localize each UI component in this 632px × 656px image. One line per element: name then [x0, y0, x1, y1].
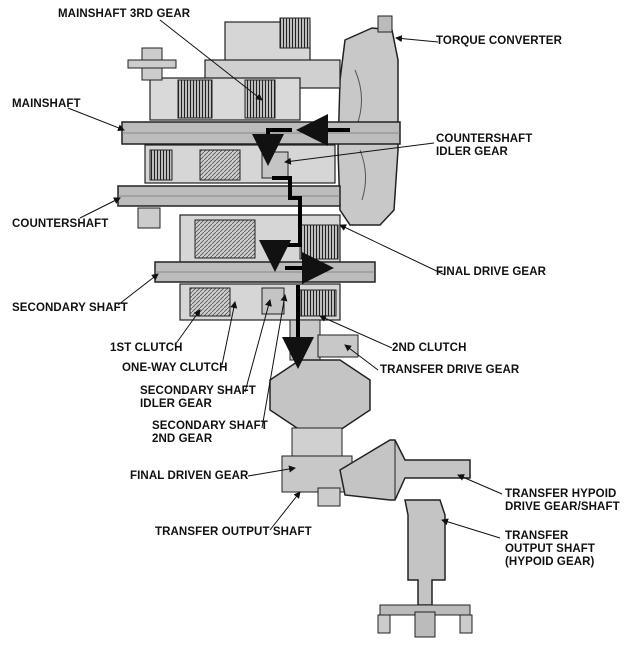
transfer-hypoid-drive-gear — [339, 439, 471, 501]
label-1st-clutch: 1ST CLUTCH — [110, 342, 183, 354]
leader-lines — [67, 19, 503, 539]
transfer-output-shaft-hypoid — [377, 499, 473, 638]
label-mainshaft: MAINSHAFT — [12, 98, 81, 110]
label-mainshaft-3rd-gear: MAINSHAFT 3RD GEAR — [58, 8, 191, 20]
label-secondary-shaft-idler-gear: SECONDARY SHAFT IDLER GEAR — [140, 385, 256, 410]
secondary-shaft-gear-cluster — [137, 207, 341, 264]
countershaft-gear-cluster — [144, 144, 336, 184]
countershaft — [117, 185, 341, 207]
mainshaft — [121, 121, 401, 145]
label-transfer-hypoid-drive-gear: TRANSFER HYPOID DRIVE GEAR/SHAFT — [505, 488, 620, 513]
label-countershaft-idler-gear: COUNTERSHAFT IDLER GEAR — [436, 133, 533, 158]
label-secondary-shaft-2nd-gear: SECONDARY SHAFT 2ND GEAR — [152, 420, 268, 445]
differential-and-transfer-assembly — [269, 319, 371, 507]
clutch-cluster — [179, 283, 341, 321]
label-2nd-clutch: 2ND CLUTCH — [392, 342, 467, 354]
label-countershaft: COUNTERSHAFT — [12, 218, 109, 230]
torque-converter — [337, 15, 399, 226]
label-torque-converter: TORQUE CONVERTER — [436, 35, 562, 47]
label-transfer-output-shaft-hypoid: TRANSFER OUTPUT SHAFT (HYPOID GEAR) — [505, 530, 595, 568]
label-final-drive-gear: FINAL DRIVE GEAR — [436, 266, 547, 278]
label-transfer-output-shaft: TRANSFER OUTPUT SHAFT — [155, 526, 312, 538]
label-secondary-shaft: SECONDARY SHAFT — [12, 302, 128, 314]
mainshaft-gear-cluster — [127, 17, 341, 121]
label-transfer-drive-gear: TRANSFER DRIVE GEAR — [380, 364, 520, 376]
secondary-shaft — [154, 261, 376, 283]
label-one-way-clutch: ONE-WAY CLUTCH — [122, 362, 228, 374]
power-flow-path — [252, 114, 350, 369]
label-final-driven-gear: FINAL DRIVEN GEAR — [130, 470, 249, 482]
